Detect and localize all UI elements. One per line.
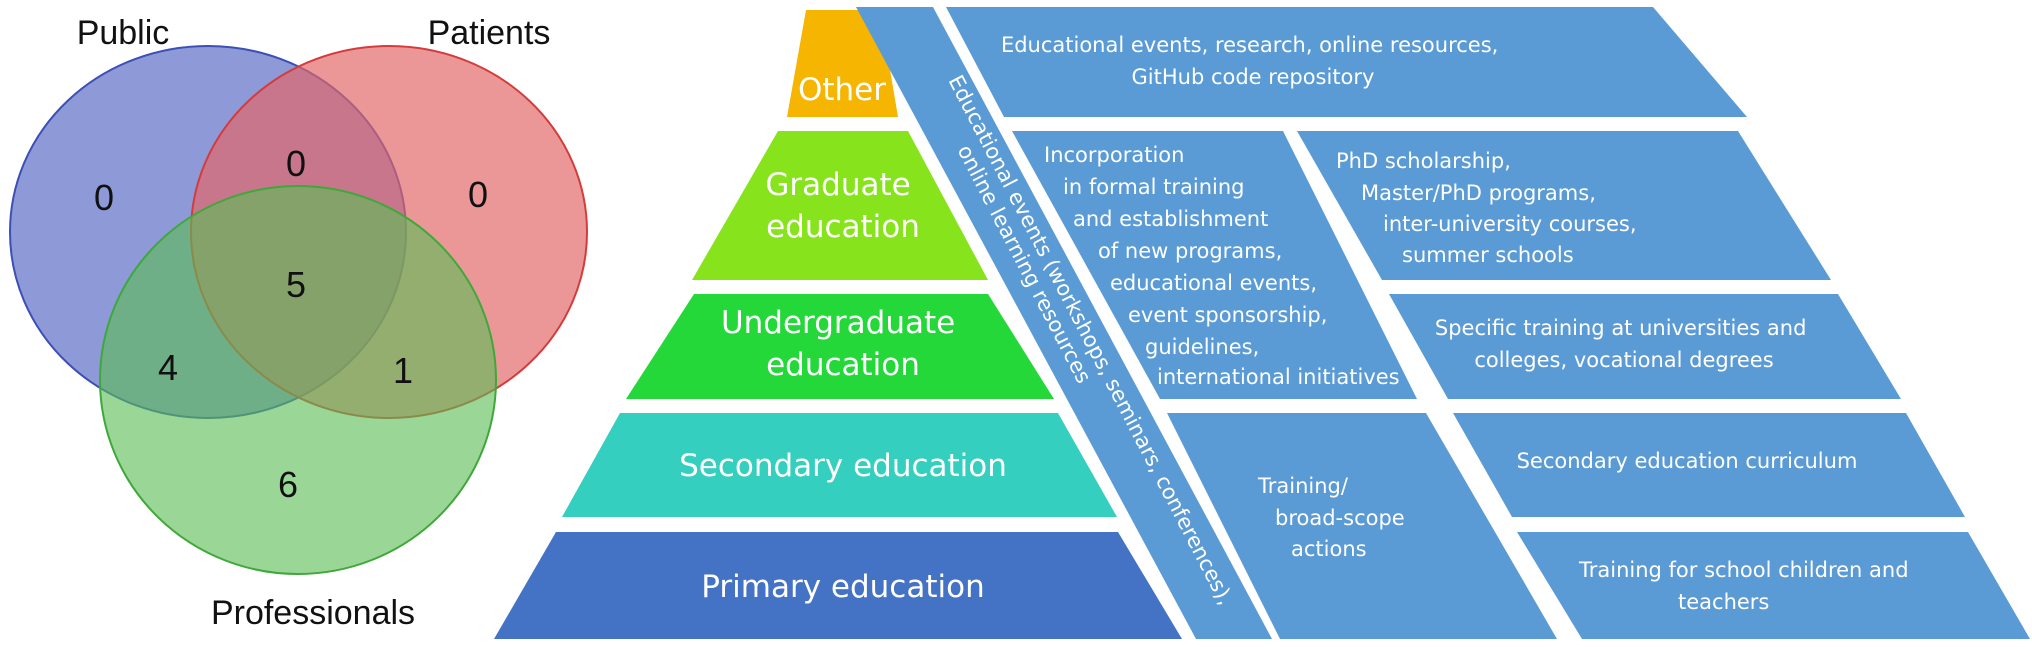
- box-undergraduate: [1389, 294, 1901, 399]
- tier-graduate-shape: [692, 131, 988, 280]
- tier-primary-shape: [494, 532, 1182, 639]
- box-undergraduate-text: Specific training at universities and co…: [1435, 316, 1813, 372]
- venn-diagram: Public Patients Professionals 0 0 0 5 4 …: [9, 14, 588, 632]
- box-primary: [1517, 532, 2030, 639]
- venn-label-public: Public: [77, 14, 170, 52]
- box-middle-upper-text: Incorporation in formal training and est…: [1044, 143, 1400, 389]
- box-secondary: [1453, 413, 1965, 517]
- box-graduate: [1297, 131, 1831, 280]
- venn-label-professionals: Professionals: [211, 594, 415, 632]
- box-secondary-text: Secondary education curriculum: [1517, 449, 1858, 473]
- tier-undergraduate-label: Undergraduate education: [721, 305, 965, 383]
- venn-count-public-patients: 0: [286, 143, 306, 184]
- box-graduate-text: PhD scholarship, Master/PhD programs, in…: [1336, 149, 1643, 267]
- tier-other-shape: [787, 10, 898, 117]
- box-middle-lower-text: Training/ broad-scope actions: [1257, 474, 1411, 561]
- education-pyramid: Other Graduate education Undergraduate e…: [494, 10, 1182, 639]
- tier-secondary-label: Secondary education: [679, 448, 1007, 484]
- venn-count-public-only: 0: [94, 177, 114, 218]
- venn-count-patients-professionals: 1: [393, 350, 413, 391]
- venn-count-public-professionals: 4: [158, 347, 178, 388]
- tier-other-label: Other: [798, 72, 886, 108]
- venn-count-patients-only: 0: [468, 174, 488, 215]
- venn-count-professionals-only: 6: [278, 464, 298, 505]
- venn-circle-professionals: [99, 185, 497, 575]
- tier-secondary-shape: [562, 413, 1117, 517]
- tier-graduate-label: Graduate education: [765, 167, 920, 245]
- box-middle-upper: [1012, 131, 1417, 399]
- venn-label-patients: Patients: [428, 14, 551, 52]
- box-other: [946, 7, 1747, 117]
- diagonal-band: [856, 7, 1272, 639]
- venn-count-all-three: 5: [286, 264, 306, 305]
- activity-boxes: Educational events (workshops, seminars,…: [856, 7, 2030, 639]
- tier-undergraduate-shape: [626, 294, 1054, 399]
- box-other-text: Educational events, research, online res…: [1001, 33, 1505, 89]
- tier-primary-label: Primary education: [701, 569, 984, 605]
- box-middle-lower: [1167, 413, 1557, 639]
- box-primary-text: Training for school children and teacher…: [1578, 558, 1915, 614]
